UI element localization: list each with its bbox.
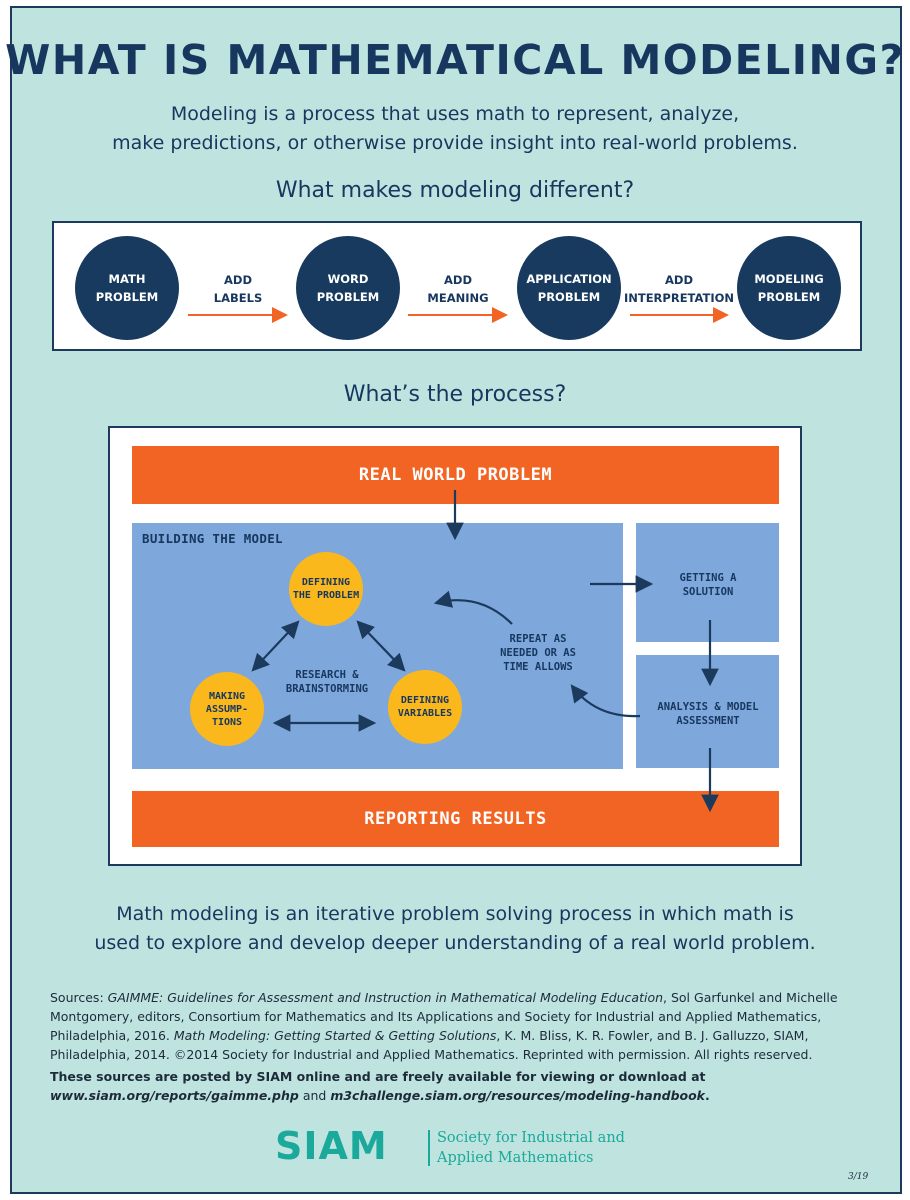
- step-add-interpretation: ADD INTERPRETATION: [614, 271, 744, 307]
- summary-text: Math modeling is an iterative problem so…: [0, 900, 910, 958]
- repeat-line-2: NEEDED OR AS: [500, 647, 576, 659]
- getting-solution-line-2: SOLUTION: [682, 586, 734, 598]
- analysis-label: ANALYSIS & MODEL ASSESSMENT: [640, 700, 776, 728]
- research-brainstorming-label: RESEARCH & BRAINSTORMING: [262, 668, 392, 696]
- step-add-interpretation-line-2: INTERPRETATION: [623, 291, 735, 305]
- research-line-1: RESEARCH &: [295, 669, 359, 681]
- defining-variables-node: DEFINING VARIABLES: [388, 670, 462, 744]
- arrow-problem-variables: [356, 620, 406, 672]
- modeling-problem-circle: MODELING PROBLEM: [737, 236, 841, 340]
- step-add-labels: ADD LABELS: [173, 271, 303, 307]
- step-add-meaning: ADD MEANING: [393, 271, 523, 307]
- repeat-line-3: TIME ALLOWS: [503, 661, 573, 673]
- repeat-label: REPEAT AS NEEDED OR AS TIME ALLOWS: [478, 632, 598, 674]
- research-line-2: BRAINSTORMING: [285, 683, 369, 695]
- application-problem-circle: APPLICATION PROBLEM: [517, 236, 621, 340]
- building-model-title: BUILDING THE MODEL: [142, 531, 283, 546]
- logo-line-1: Society for Industrial and: [437, 1130, 625, 1146]
- step-add-labels-line-2: LABELS: [213, 291, 263, 305]
- defining-problem-node: DEFINING THE PROBLEM: [289, 552, 363, 626]
- posted-period: .: [705, 1088, 710, 1103]
- getting-solution-panel: [636, 523, 779, 642]
- sources-ref1-rest: , Sol Garfunkel and Michelle Montgomery,…: [50, 990, 838, 1043]
- section-heading-process: What’s the process?: [343, 382, 567, 407]
- sources-ref2-rest: , K. M. Bliss, K. R. Fowler, and B. J. G…: [50, 1028, 813, 1062]
- arrow-repeat-up: [433, 590, 513, 625]
- subtitle-line-2: make predictions, or otherwise provide i…: [112, 132, 798, 154]
- sources-ref2-title: Math Modeling: Getting Started & Getting…: [173, 1028, 497, 1043]
- page-title: WHAT IS MATHEMATICAL MODELING?: [5, 36, 905, 84]
- step-add-interpretation-line-1: ADD: [665, 273, 693, 287]
- gaimme-link[interactable]: www.siam.org/reports/gaimme.php: [50, 1088, 299, 1103]
- making-assumptions-node: MAKING ASSUMP-TIONS: [190, 672, 264, 746]
- repeat-line-1: REPEAT AS: [509, 633, 567, 645]
- analysis-line-1: ANALYSIS & MODEL: [657, 701, 759, 713]
- arrow-assumptions-problem: [251, 620, 300, 672]
- posted-text: These sources are posted by SIAM online …: [50, 1069, 706, 1084]
- logo-text: Society for Industrial and Applied Mathe…: [437, 1128, 625, 1168]
- flow-box: [52, 221, 862, 351]
- summary-line-1: Math modeling is an iterative problem so…: [116, 903, 794, 925]
- getting-solution-label: GETTING A SOLUTION: [646, 571, 770, 599]
- subtitle: Modeling is a process that uses math to …: [0, 100, 910, 158]
- sources-ref1-title: GAIMME: Guidelines for Assessment and In…: [107, 990, 664, 1005]
- analysis-line-2: ASSESSMENT: [676, 715, 740, 727]
- real-world-problem-band: REAL WORLD PROBLEM: [132, 446, 779, 504]
- siam-logo: SIAM: [275, 1124, 388, 1168]
- word-problem-circle: WORD PROBLEM: [296, 236, 400, 340]
- getting-solution-line-1: GETTING A: [679, 572, 737, 584]
- posted-and: and: [298, 1088, 331, 1103]
- posted-links: www.siam.org/reports/gaimme.php and m3ch…: [50, 1086, 870, 1105]
- sources-label: Sources:: [50, 990, 108, 1005]
- step-add-meaning-line-2: MEANING: [427, 291, 489, 305]
- step-add-meaning-line-1: ADD: [444, 273, 472, 287]
- summary-line-2: used to explore and develop deeper under…: [94, 932, 816, 954]
- modeling-handbook-link[interactable]: m3challenge.siam.org/resources/modeling-…: [330, 1088, 705, 1103]
- page-number: 3/19: [848, 1172, 869, 1182]
- step-add-labels-line-1: ADD: [224, 273, 252, 287]
- posted-note: These sources are posted by SIAM online …: [50, 1067, 870, 1105]
- math-problem-circle: MATH PROBLEM: [75, 236, 179, 340]
- logo-divider: [428, 1130, 430, 1166]
- reporting-results-band: REPORTING RESULTS: [132, 791, 779, 847]
- siam-wordmark: SIAM: [275, 1124, 388, 1168]
- sources-text: Sources: GAIMME: Guidelines for Assessme…: [50, 988, 870, 1064]
- section-heading-difference: What makes modeling different?: [275, 178, 635, 203]
- subtitle-line-1: Modeling is a process that uses math to …: [170, 103, 740, 125]
- logo-line-2: Applied Mathematics: [437, 1150, 594, 1166]
- arrow-repeat-back: [570, 684, 641, 718]
